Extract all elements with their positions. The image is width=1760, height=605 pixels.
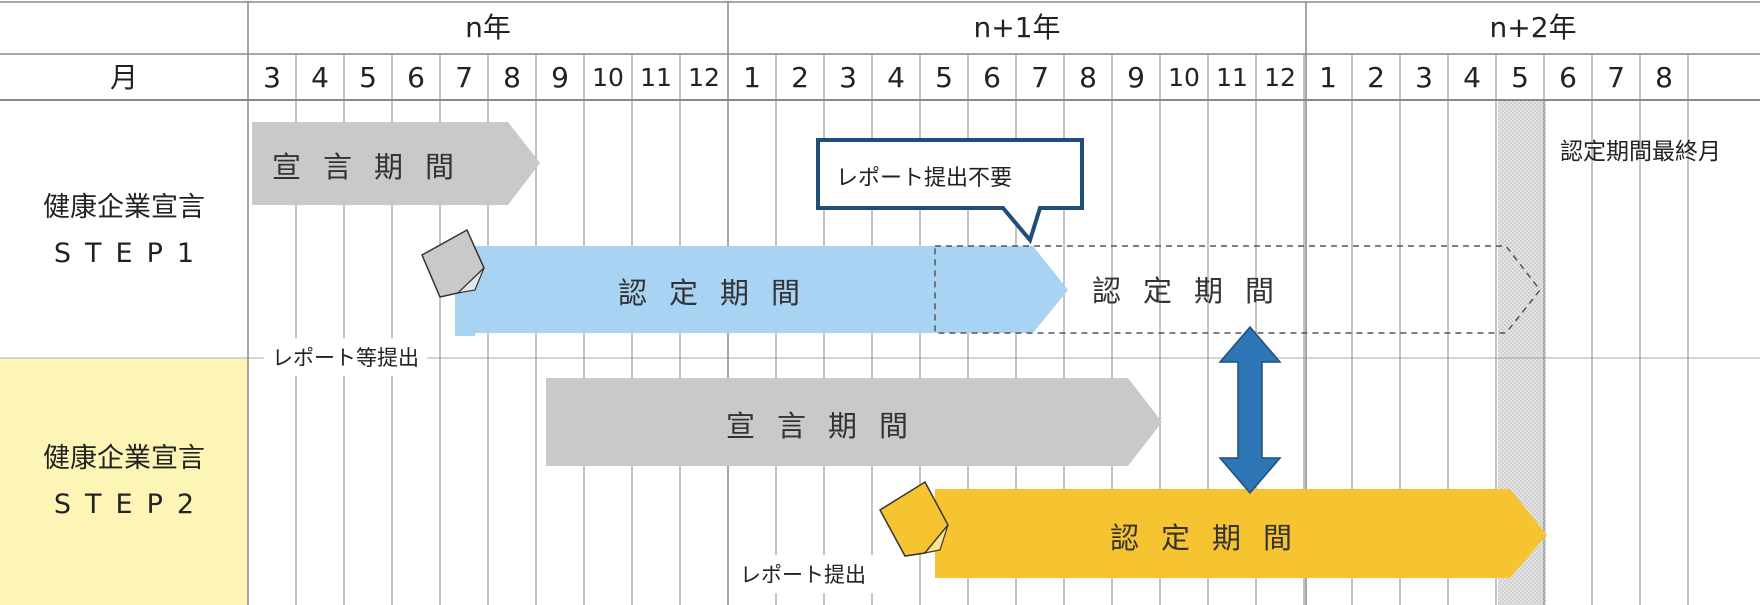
month-label: 6 bbox=[983, 61, 1001, 94]
step2-declaration-label: 宣言期間 bbox=[726, 409, 931, 443]
row-label-step1-line1: 健康企業宣言 bbox=[43, 192, 205, 223]
month-label: 8 bbox=[503, 61, 521, 94]
row-label-step2: 健康企業宣言 STEP2 bbox=[0, 436, 248, 528]
final-month-label: 認定期間最終月 bbox=[1560, 139, 1721, 165]
step2-certification-label: 認定期間 bbox=[1110, 521, 1315, 555]
step1-certification-label: 認定期間 bbox=[618, 276, 823, 310]
row-label-step1: 健康企業宣言 STEP1 bbox=[0, 185, 248, 277]
month-label: 12 bbox=[688, 63, 720, 92]
month-label: 10 bbox=[1168, 63, 1200, 92]
month-label: 5 bbox=[1511, 61, 1529, 94]
step2-certification-bar bbox=[935, 489, 1547, 578]
month-label: 7 bbox=[1031, 61, 1049, 94]
month-label: 6 bbox=[1559, 61, 1577, 94]
step1-certification-dashed-bar bbox=[934, 245, 1541, 334]
step1-certification-bar bbox=[455, 246, 1068, 333]
step2-report-note: レポート提出 bbox=[732, 555, 874, 593]
month-label: 12 bbox=[1264, 63, 1296, 92]
month-label: 1 bbox=[743, 61, 761, 94]
month-label: 5 bbox=[359, 61, 377, 94]
step1-declaration-bar bbox=[252, 122, 540, 205]
month-label: 9 bbox=[1127, 61, 1145, 94]
year-label-n1: n+1年 bbox=[973, 11, 1061, 44]
month-label: 3 bbox=[263, 61, 281, 94]
month-label: 3 bbox=[839, 61, 857, 94]
step1-declaration-label: 宣言期間 bbox=[272, 150, 477, 184]
month-label: 2 bbox=[791, 61, 809, 94]
year-label-n2: n+2年 bbox=[1489, 11, 1577, 44]
month-label: 7 bbox=[455, 61, 473, 94]
row-label-step1-line2: STEP1 bbox=[53, 238, 209, 269]
month-label: 1 bbox=[1319, 61, 1337, 94]
month-label: 8 bbox=[1079, 61, 1097, 94]
month-label: 11 bbox=[1216, 63, 1248, 92]
month-label: 3 bbox=[1415, 61, 1433, 94]
month-label: 4 bbox=[311, 61, 329, 94]
step2-declaration-bar bbox=[546, 378, 1162, 466]
month-label: 4 bbox=[887, 61, 905, 94]
step1-report-note: レポート等提出 bbox=[264, 338, 427, 376]
row-label-step2-line1: 健康企業宣言 bbox=[43, 443, 205, 474]
month-label: 11 bbox=[640, 63, 672, 92]
year-label-n: n年 bbox=[465, 11, 511, 44]
month-label: 2 bbox=[1367, 61, 1385, 94]
month-label: 4 bbox=[1463, 61, 1481, 94]
double-arrow bbox=[1218, 325, 1282, 495]
no-report-callout bbox=[816, 138, 1084, 245]
month-label: 10 bbox=[592, 63, 624, 92]
month-row-label: 月 bbox=[109, 61, 138, 94]
document-icon bbox=[879, 480, 949, 557]
month-label: 8 bbox=[1655, 61, 1673, 94]
step2-label-bg bbox=[0, 358, 248, 605]
row-label-step2-line2: STEP2 bbox=[53, 489, 209, 520]
month-label: 5 bbox=[935, 61, 953, 94]
month-label: 7 bbox=[1607, 61, 1625, 94]
step1-certification-dashed-label: 認定期間 bbox=[1092, 274, 1297, 308]
month-label: 9 bbox=[551, 61, 569, 94]
step1-certification-underlay bbox=[455, 300, 475, 336]
document-icon bbox=[421, 228, 485, 298]
month-label: 6 bbox=[407, 61, 425, 94]
no-report-callout-text: レポート提出不要 bbox=[836, 166, 1013, 191]
